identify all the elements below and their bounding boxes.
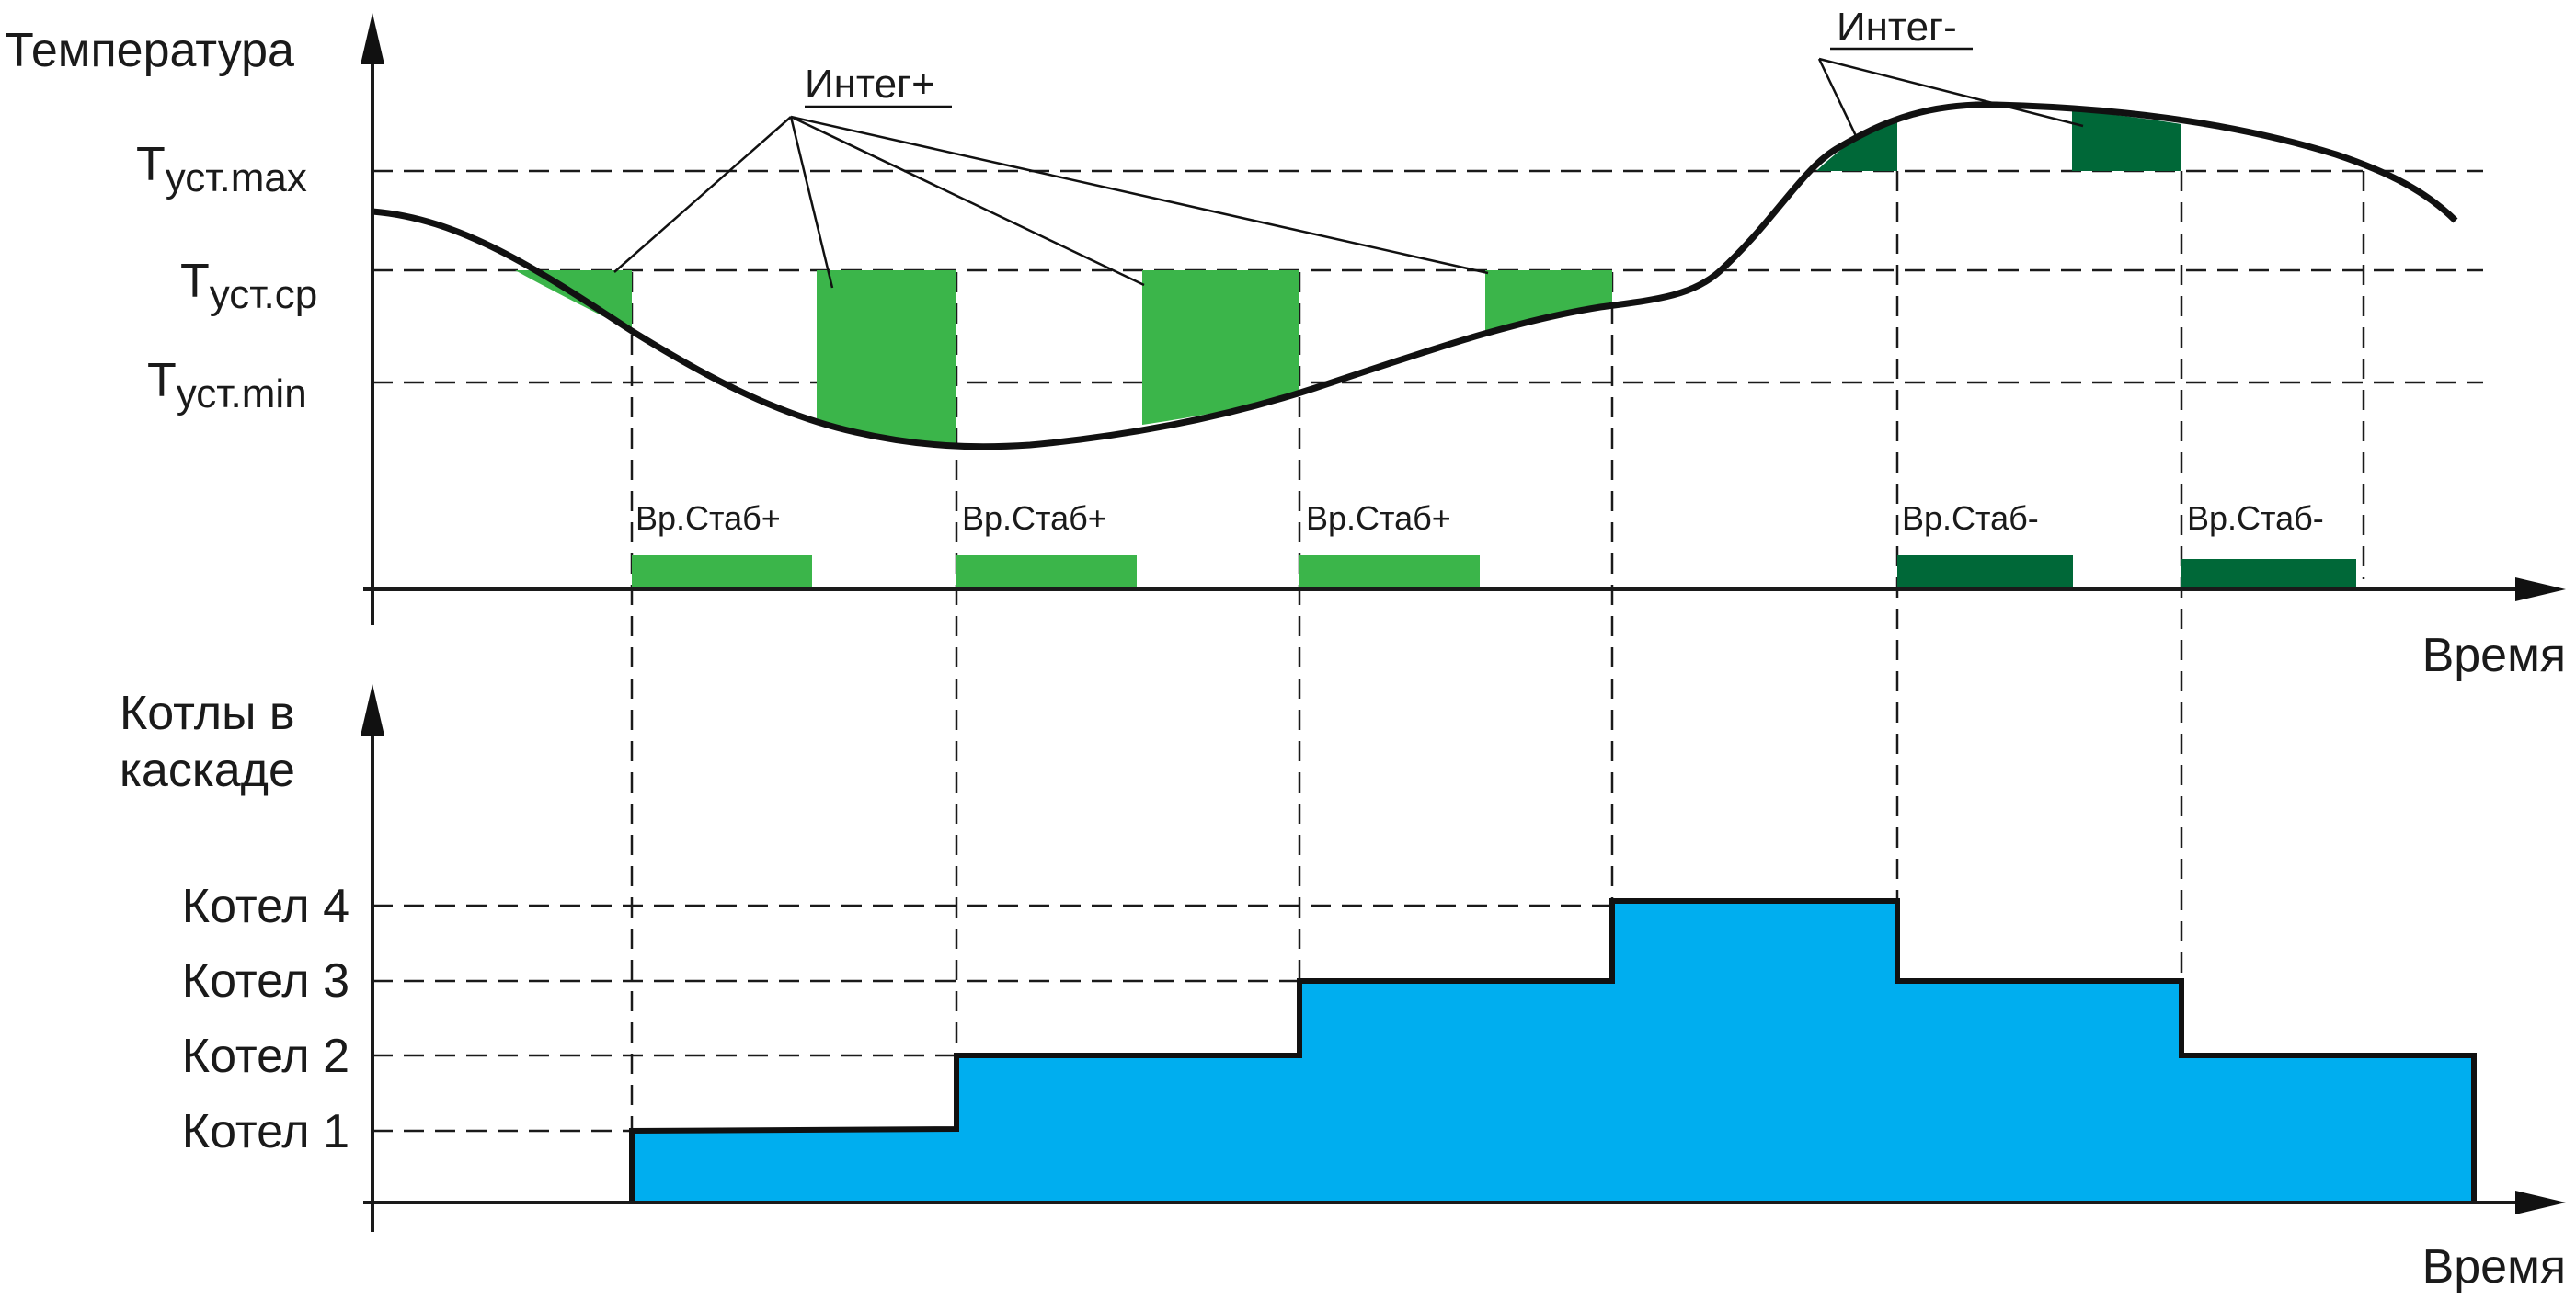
stab-bars [632,555,2356,590]
stab-plus-label-3: Вр.Стаб+ [1306,499,1451,537]
bottom-x-axis-arrow [2515,1191,2566,1214]
boilers-axis-label-line1: Котлы в [120,687,295,740]
integ-minus-area-1 [1816,120,1897,171]
top-time-axis-label: Время [2422,629,2566,682]
temperature-chart: Вр.Стаб+ Вр.Стаб+ Вр.Стаб+ Вр.Стаб- Вр.С… [5,5,2566,1203]
stab-minus-label-1: Вр.Стаб- [1902,499,2039,537]
boiler-cascade-chart: Котлы в каскаде Время Котел 4 Котел 3 Ко… [120,684,2566,1294]
stab-plus-label-2: Вр.Стаб+ [962,499,1107,537]
level-max-label: Tуст.max [136,138,307,200]
integ-minus-label: Интег- [1837,5,1957,50]
stab-minus-label-2: Вр.Стаб- [2187,499,2324,537]
boilers-axis-label-line2: каскаде [120,744,295,797]
boiler-count-area [629,898,2477,1203]
stab-plus-bar-2 [956,555,1137,590]
temperature-axis-label: Температура [5,24,294,77]
stab-plus-bar-3 [1299,555,1480,590]
boiler-3-label: Котел 3 [182,954,349,1008]
boiler-4-label: Котел 4 [182,880,349,933]
level-min-label: Tуст.min [147,354,307,416]
boiler-1-label: Котел 1 [182,1105,349,1158]
stab-plus-bar-1 [632,555,812,590]
bottom-time-axis-label: Время [2422,1240,2566,1294]
integ-plus-label: Интег+ [805,62,935,107]
integ-plus-areas [515,270,1612,444]
integ-plus-area-4 [1485,270,1612,336]
top-x-axis-arrow [2515,577,2566,601]
boiler-2-label: Котел 2 [182,1030,349,1083]
integ-minus-leaders [1817,47,2084,141]
bottom-y-axis-arrow [361,684,384,736]
integ-plus-area-2 [817,270,956,444]
temperature-curve [372,101,2458,450]
stab-minus-bar-1 [1897,555,2073,590]
top-y-axis-arrow [361,13,384,64]
stab-plus-label-1: Вр.Стаб+ [635,499,781,537]
integ-plus-area-3 [1142,270,1299,425]
level-avg-label: Tуст.ср [180,255,317,317]
integ-plus-leaders [613,105,1489,289]
integ-minus-area-2 [2072,110,2181,171]
integ-minus-areas [1816,110,2181,171]
stab-minus-bar-2 [2181,559,2356,590]
